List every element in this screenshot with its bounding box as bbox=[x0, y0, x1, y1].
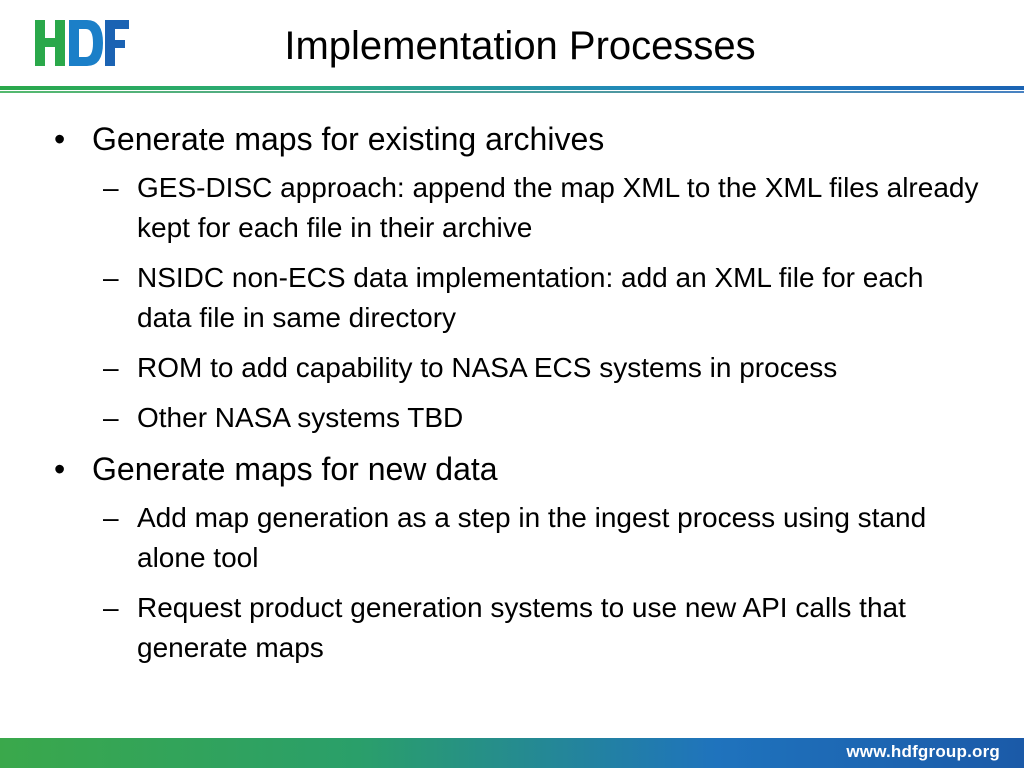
sub-bullet-text: GES-DISC approach: append the map XML to… bbox=[137, 172, 979, 243]
bullet-item-new-data: • Generate maps for new data bbox=[0, 448, 992, 490]
footer-url: www.hdfgroup.org bbox=[846, 742, 1000, 761]
bullet-text: Generate maps for new data bbox=[92, 451, 498, 487]
sub-bullet-text: Other NASA systems TBD bbox=[137, 402, 464, 433]
header-rule bbox=[0, 86, 1024, 90]
bullet-icon: • bbox=[54, 451, 66, 487]
dash-icon: – bbox=[103, 262, 119, 293]
bullet-icon: • bbox=[54, 121, 66, 157]
page-title: Implementation Processes bbox=[284, 24, 756, 68]
dash-icon: – bbox=[103, 352, 119, 383]
header-rule-thin bbox=[0, 91, 1024, 93]
sub-bullet-text: Add map generation as a step in the inge… bbox=[137, 502, 927, 573]
sub-bullet-other-nasa: – Other NASA systems TBD bbox=[0, 398, 982, 438]
sub-bullet-ges-disc: – GES-DISC approach: append the map XML … bbox=[0, 168, 982, 248]
sub-bullet-ingest: – Add map generation as a step in the in… bbox=[0, 498, 982, 578]
sub-bullet-api: – Request product generation systems to … bbox=[0, 588, 982, 668]
dash-icon: – bbox=[103, 402, 119, 433]
hdf-logo-icon bbox=[35, 20, 129, 66]
sub-bullet-text: ROM to add capability to NASA ECS system… bbox=[137, 352, 838, 383]
dash-icon: – bbox=[103, 502, 119, 533]
sub-bullet-rom: – ROM to add capability to NASA ECS syst… bbox=[0, 348, 982, 388]
sub-bullet-text: NSIDC non-ECS data implementation: add a… bbox=[137, 262, 924, 333]
bullet-item-existing-archives: • Generate maps for existing archives bbox=[0, 118, 992, 160]
dash-icon: – bbox=[103, 592, 119, 623]
sub-bullet-text: Request product generation systems to us… bbox=[137, 592, 906, 663]
bullet-list: • Generate maps for existing archives – … bbox=[0, 118, 1024, 678]
footer-bar: www.hdfgroup.org bbox=[0, 738, 1024, 768]
sub-bullet-nsidc: – NSIDC non-ECS data implementation: add… bbox=[0, 258, 982, 338]
bullet-text: Generate maps for existing archives bbox=[92, 121, 605, 157]
dash-icon: – bbox=[103, 172, 119, 203]
